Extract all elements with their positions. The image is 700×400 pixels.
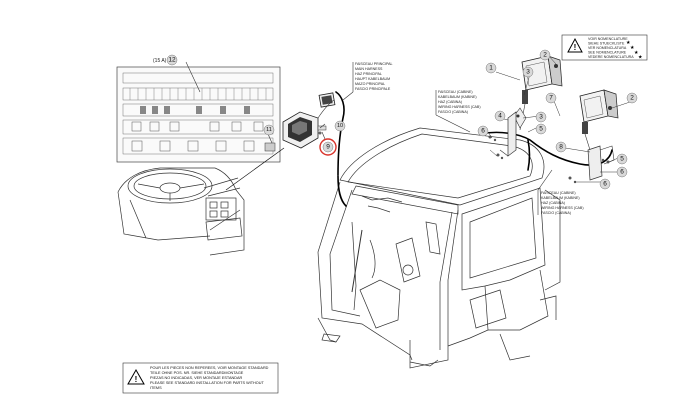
small-bulb <box>317 125 327 135</box>
callout-7: 7 <box>545 92 557 104</box>
callout-10: 10 <box>334 120 346 132</box>
callout-4: 4 <box>494 110 506 122</box>
svg-text:PIEZAS NO INDICADAS, VER MONTA: PIEZAS NO INDICADAS, VER MONTAJE ESTANDA… <box>150 376 243 380</box>
callout-2-lower: 2 <box>626 92 638 104</box>
svg-text:SIEHE STUECKLISTE: SIEHE STUECKLISTE <box>588 42 625 46</box>
svg-text:9: 9 <box>326 144 330 151</box>
callout-6-upper: 6 <box>477 125 489 137</box>
fuse-panel <box>116 61 281 163</box>
svg-text:FASCIO (CABINA): FASCIO (CABINA) <box>438 110 468 114</box>
svg-text:HAZ PRINCIPAL: HAZ PRINCIPAL <box>355 72 382 76</box>
footnote-box: ! POUR LES PIECES NON REPEREES, VOIR MON… <box>122 362 279 394</box>
svg-text:6: 6 <box>620 169 624 176</box>
star-icon: ★ <box>638 55 643 61</box>
svg-text:2: 2 <box>543 52 547 59</box>
callout-5-lower: 5 <box>616 153 628 165</box>
svg-text:HAZ (CABINA): HAZ (CABINA) <box>438 100 462 104</box>
callout-12: 12 <box>166 54 178 66</box>
svg-text:10: 10 <box>337 123 343 129</box>
svg-text:!: ! <box>135 375 138 384</box>
svg-text:5: 5 <box>539 126 543 133</box>
svg-text:4: 4 <box>498 113 502 120</box>
star-icon: ★ <box>626 40 631 46</box>
callout-3-lower: 3 <box>535 111 547 123</box>
svg-text:8: 8 <box>559 144 563 151</box>
rocker-switch <box>282 111 319 149</box>
svg-text:3: 3 <box>539 114 543 121</box>
legend-box: ! VOIR NOMENCLATURE SIEHE STUECKLISTE VE… <box>561 34 648 61</box>
cab-harness-label-top: FAISCEAU (CABINE) KABELBAUM (KABINE) HAZ… <box>435 90 481 133</box>
callout-2-upper: 2 <box>539 49 551 61</box>
callout-5-upper: 5 <box>535 123 547 135</box>
svg-text:PLEASE SEE STANDARD INSTALLATI: PLEASE SEE STANDARD INSTALLATION FOR PAR… <box>150 381 264 385</box>
svg-text:MAIN HARNESS: MAIN HARNESS <box>355 67 383 71</box>
bracket-upper <box>499 111 517 157</box>
svg-text:7: 7 <box>549 95 553 102</box>
svg-text:WIRING HARNESS (CAB): WIRING HARNESS (CAB) <box>541 206 584 210</box>
callout-11: 11 <box>263 124 275 136</box>
cab-harness-label-right: FAISCEAU (CABINE) KABELBAUM (KABINE) HAZ… <box>537 169 584 215</box>
dashboard-sketch <box>117 147 285 256</box>
cab-drawing <box>317 127 561 369</box>
svg-text:!: ! <box>574 43 577 52</box>
svg-text:VER NOMENCLATURA: VER NOMENCLATURA <box>588 46 627 50</box>
svg-text:1: 1 <box>489 65 493 72</box>
svg-text:12: 12 <box>168 57 176 64</box>
bracket-lower <box>587 145 615 181</box>
svg-text:2: 2 <box>630 95 634 102</box>
svg-text:KABELBAUM (KABINE): KABELBAUM (KABINE) <box>438 95 477 99</box>
svg-text:ITEMS: ITEMS <box>150 386 162 390</box>
svg-text:FAISCEAU PRINCIPAL: FAISCEAU PRINCIPAL <box>355 62 392 66</box>
svg-text:HAUPT KABELBAUM: HAUPT KABELBAUM <box>355 77 390 81</box>
small-square-part <box>264 142 276 152</box>
svg-text:FASCIO (CABINA): FASCIO (CABINA) <box>541 211 571 215</box>
fasteners <box>488 135 610 184</box>
svg-text:FAISCEAU (CABINE): FAISCEAU (CABINE) <box>541 191 576 195</box>
callout-3-upper: 3 <box>522 66 534 78</box>
svg-text:TEILE OHNE POS. NR. SIEHE STAN: TEILE OHNE POS. NR. SIEHE STANDARDMONTAG… <box>150 371 244 375</box>
svg-text:MAZO PRINCIPAL: MAZO PRINCIPAL <box>355 82 385 86</box>
svg-text:11: 11 <box>266 127 272 133</box>
work-lamp-upper <box>513 55 563 131</box>
svg-text:HAZ (CABINA): HAZ (CABINA) <box>541 201 565 205</box>
callout-6-lower: 6 <box>599 178 611 190</box>
svg-text:POUR LES PIECES NON REPEREES,: POUR LES PIECES NON REPEREES, VOIR MONTA… <box>150 366 269 370</box>
svg-text:KABELBAUM (KABINE): KABELBAUM (KABINE) <box>541 196 580 200</box>
svg-text:FAISCEAU (CABINE): FAISCEAU (CABINE) <box>438 90 473 94</box>
svg-text:SEE NOMENCLATURE: SEE NOMENCLATURE <box>588 51 627 55</box>
callout-9: 9 <box>319 138 337 156</box>
work-lamp-lower <box>579 89 619 151</box>
relay-connector <box>318 92 336 108</box>
fuse-rating: (15 A) <box>153 58 167 64</box>
svg-text:VEDERE NOMENCLATURA: VEDERE NOMENCLATURA <box>588 55 634 59</box>
star-icon: ★ <box>634 50 639 56</box>
star-icon: ★ <box>630 45 635 51</box>
svg-text:3: 3 <box>526 69 530 76</box>
svg-text:5: 5 <box>620 156 624 163</box>
svg-text:VOIR NOMENCLATURE: VOIR NOMENCLATURE <box>588 37 628 41</box>
svg-text:FASCIO PRINCIPALE: FASCIO PRINCIPALE <box>355 87 391 91</box>
callout-1: 1 <box>485 62 497 74</box>
main-harness-label: FAISCEAU PRINCIPAL MAIN HARNESS HAZ PRIN… <box>355 62 392 91</box>
callout-8: 8 <box>555 141 567 153</box>
svg-text:6: 6 <box>603 181 607 188</box>
svg-text:6: 6 <box>481 128 485 135</box>
callout-6-extra: 6 <box>616 166 628 178</box>
svg-text:WIRING HARNESS (CAB): WIRING HARNESS (CAB) <box>438 105 481 109</box>
